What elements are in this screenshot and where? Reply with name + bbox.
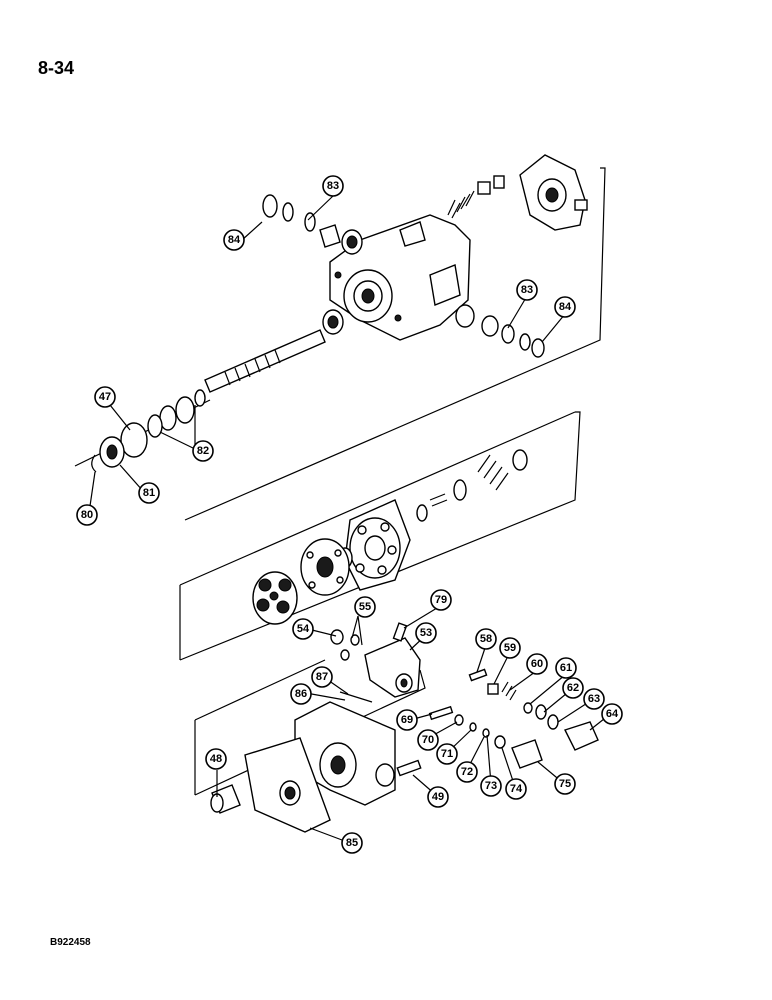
callout-84-top: 84 bbox=[223, 229, 245, 251]
top-spring bbox=[447, 175, 505, 219]
callout-49: 49 bbox=[427, 786, 449, 808]
svg-text:87: 87 bbox=[316, 671, 328, 683]
pump-housing bbox=[329, 214, 471, 341]
svg-text:73: 73 bbox=[485, 780, 497, 792]
piston-group bbox=[252, 571, 298, 625]
callout-70: 70 bbox=[417, 729, 439, 751]
svg-text:83: 83 bbox=[521, 284, 533, 296]
svg-text:69: 69 bbox=[401, 714, 413, 726]
callout-55: 55 bbox=[354, 596, 376, 618]
callout-73: 73 bbox=[480, 775, 502, 797]
svg-text:49: 49 bbox=[432, 791, 444, 803]
svg-text:58: 58 bbox=[480, 633, 492, 645]
page-number: 8-34 bbox=[38, 58, 75, 78]
svg-text:75: 75 bbox=[559, 778, 571, 790]
valve-body bbox=[364, 622, 421, 698]
svg-text:81: 81 bbox=[143, 487, 155, 499]
pin bbox=[339, 691, 373, 703]
svg-text:53: 53 bbox=[420, 627, 432, 639]
callout-75: 75 bbox=[554, 773, 576, 795]
svg-text:74: 74 bbox=[510, 783, 523, 795]
callout-48: 48 bbox=[205, 748, 227, 770]
callout-85: 85 bbox=[341, 832, 363, 854]
callout-79: 79 bbox=[430, 589, 452, 611]
callout-81: 81 bbox=[138, 482, 160, 504]
svg-text:84: 84 bbox=[559, 301, 572, 313]
callout-54: 54 bbox=[292, 618, 314, 640]
svg-text:64: 64 bbox=[606, 708, 619, 720]
svg-text:59: 59 bbox=[504, 642, 516, 654]
bushing bbox=[210, 784, 241, 814]
svg-text:79: 79 bbox=[435, 594, 447, 606]
figure-code: B922458 bbox=[50, 937, 91, 948]
bolt bbox=[396, 759, 422, 777]
gasket bbox=[244, 737, 331, 833]
svg-text:71: 71 bbox=[441, 748, 453, 760]
lower-valve-stack bbox=[428, 705, 543, 769]
swash-plate bbox=[300, 538, 350, 596]
callout-80: 80 bbox=[76, 504, 98, 526]
shaft-washers bbox=[91, 389, 206, 473]
svg-text:72: 72 bbox=[461, 766, 473, 778]
callout-61: 61 bbox=[555, 657, 577, 679]
svg-text:48: 48 bbox=[210, 753, 222, 765]
callout-69: 69 bbox=[396, 709, 418, 731]
callout-58: 58 bbox=[475, 628, 497, 650]
top-rings bbox=[262, 194, 363, 255]
small-fittings bbox=[330, 629, 360, 661]
svg-text:85: 85 bbox=[346, 837, 358, 849]
svg-text:61: 61 bbox=[560, 662, 572, 674]
callout-63: 63 bbox=[583, 688, 605, 710]
callout-87: 87 bbox=[311, 666, 333, 688]
callout-83-top: 83 bbox=[322, 175, 344, 197]
control-cap bbox=[519, 154, 588, 231]
callout-72: 72 bbox=[456, 761, 478, 783]
svg-text:47: 47 bbox=[99, 391, 111, 403]
callout-59: 59 bbox=[499, 637, 521, 659]
callout-83-right: 83 bbox=[516, 279, 538, 301]
right-rings bbox=[455, 304, 545, 358]
drive-shaft bbox=[204, 309, 344, 393]
svg-text:55: 55 bbox=[359, 601, 371, 613]
callout-71: 71 bbox=[436, 743, 458, 765]
svg-text:60: 60 bbox=[531, 658, 543, 670]
svg-text:82: 82 bbox=[197, 445, 209, 457]
svg-text:54: 54 bbox=[297, 623, 310, 635]
callout-82: 82 bbox=[192, 440, 214, 462]
callout-74: 74 bbox=[505, 778, 527, 800]
callout-47: 47 bbox=[94, 386, 116, 408]
end-cover-housing bbox=[294, 701, 396, 806]
svg-text:63: 63 bbox=[588, 693, 600, 705]
middle-spring bbox=[416, 449, 528, 522]
callout-86: 86 bbox=[290, 683, 312, 705]
svg-text:83: 83 bbox=[327, 180, 339, 192]
callout-64: 64 bbox=[601, 703, 623, 725]
svg-text:86: 86 bbox=[295, 688, 307, 700]
valve-stack bbox=[468, 668, 599, 751]
callout-53: 53 bbox=[415, 622, 437, 644]
callout-62: 62 bbox=[562, 677, 584, 699]
callout-84-right: 84 bbox=[554, 296, 576, 318]
svg-text:70: 70 bbox=[422, 734, 434, 746]
callout-60: 60 bbox=[526, 653, 548, 675]
svg-text:62: 62 bbox=[567, 682, 579, 694]
svg-text:84: 84 bbox=[228, 234, 241, 246]
rotating-group bbox=[337, 499, 411, 591]
svg-text:80: 80 bbox=[81, 509, 93, 521]
